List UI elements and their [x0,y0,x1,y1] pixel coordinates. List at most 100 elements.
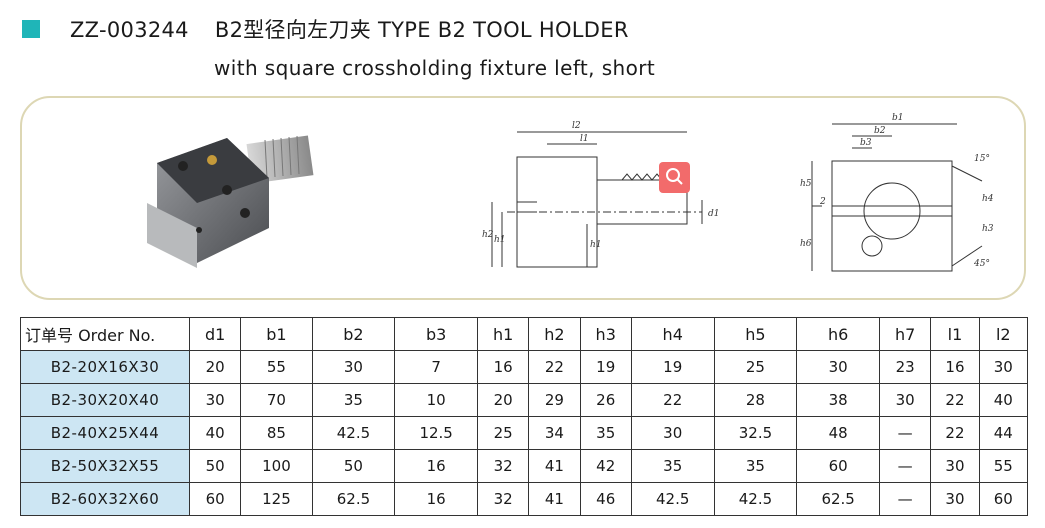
table-cell: 35 [311,383,396,417]
table-cell: 41 [528,449,581,483]
column-header: 订单号 Order No. [20,317,190,351]
table-cell: 32 [477,482,530,516]
table-cell: 42 [579,449,632,483]
table-cell: 60 [188,482,242,516]
table-cell: 70 [240,383,313,417]
front-view-drawing: b1 b2 b3 h5 2 h6 h4 h3 15° 45° [800,113,994,272]
table-cell: 62.5 [796,482,881,516]
table-cell: 32 [477,449,530,483]
column-header: d1 [188,317,242,351]
table-cell: — [879,482,932,516]
table-cell: 25 [477,416,530,450]
table-cell: 22 [930,383,980,417]
column-header: h2 [528,317,581,351]
table-cell: 60 [796,449,881,483]
table-cell: 100 [240,449,313,483]
table-cell: 30 [930,482,980,516]
column-header: h4 [630,317,715,351]
table-cell: 42.5 [630,482,715,516]
table-cell: 44 [978,416,1029,450]
table-cell: — [879,416,932,450]
label-h6: h6 [800,239,812,249]
label-h4: h4 [982,194,994,204]
table-cell: 32.5 [713,416,798,450]
table-cell: 30 [978,350,1029,384]
table-cell: 55 [240,350,313,384]
table-cell: 22 [528,350,581,384]
table-cell: 34 [528,416,581,450]
table-cell: 30 [879,383,932,417]
table-cell: 10 [394,383,479,417]
accent-square [22,20,40,38]
table-cell: 29 [528,383,581,417]
table-cell: 50 [188,449,242,483]
table-cell: 35 [630,449,715,483]
tool-holder-photo [147,135,314,268]
label-h1b: h1 [590,240,602,250]
table-cell: B2-50X32X55 [20,449,190,483]
table-cell: 16 [930,350,980,384]
product-title: B2型径向左刀夹 TYPE B2 TOOL HOLDER [214,18,629,42]
table-cell: 35 [579,416,632,450]
column-header: b2 [311,317,396,351]
table-cell: 62.5 [311,482,396,516]
column-header: h6 [796,317,881,351]
label-15deg: 15° [974,154,990,164]
page-subtitle: with square crossholding fixture left, s… [214,56,656,80]
image-panel: l2 l1 h2 h1 h1 d1 b1 b2 b3 h5 2 h6 h4 h3 [20,96,1026,300]
column-header: h7 [879,317,932,351]
table-cell: 16 [394,449,479,483]
table-cell: 30 [930,449,980,483]
table-cell: 42.5 [713,482,798,516]
table-cell: 38 [796,383,881,417]
label-h3: h3 [982,224,994,234]
column-header: b1 [240,317,313,351]
zoom-icon[interactable] [659,162,690,193]
table-cell: 23 [879,350,932,384]
table-cell: 40 [978,383,1029,417]
table-cell: 26 [579,383,632,417]
table-cell: 40 [188,416,242,450]
table-cell: 25 [713,350,798,384]
table-cell: 55 [978,449,1029,483]
label-h1: h1 [494,235,506,245]
table-cell: B2-40X25X44 [20,416,190,450]
column-header: h3 [579,317,632,351]
column-header: l1 [930,317,980,351]
table-cell: 19 [579,350,632,384]
table-cell: 20 [477,383,530,417]
column-header: h5 [713,317,798,351]
table-cell: 125 [240,482,313,516]
table-cell: 35 [713,449,798,483]
label-d1: d1 [708,209,720,219]
table-cell: 19 [630,350,715,384]
table-cell: 30 [311,350,396,384]
table-cell: — [879,449,932,483]
table-cell: 41 [528,482,581,516]
table-cell: 85 [240,416,313,450]
table-cell: 22 [930,416,980,450]
table-cell: 12.5 [394,416,479,450]
table-cell: 7 [394,350,479,384]
column-header: b3 [394,317,479,351]
table-cell: 28 [713,383,798,417]
product-code: ZZ-003244 [70,18,189,42]
table-cell: 50 [311,449,396,483]
label-2: 2 [819,197,826,207]
table-cell: 42.5 [311,416,396,450]
label-h5: h5 [800,179,812,189]
table-cell: B2-60X32X60 [20,482,190,516]
side-view-drawing: l2 l1 h2 h1 h1 d1 [482,121,720,268]
column-header: h1 [477,317,530,351]
table-cell: 60 [978,482,1029,516]
table-cell: 48 [796,416,881,450]
label-h2: h2 [482,230,494,240]
label-b3: b3 [860,138,872,148]
table-cell: 22 [630,383,715,417]
